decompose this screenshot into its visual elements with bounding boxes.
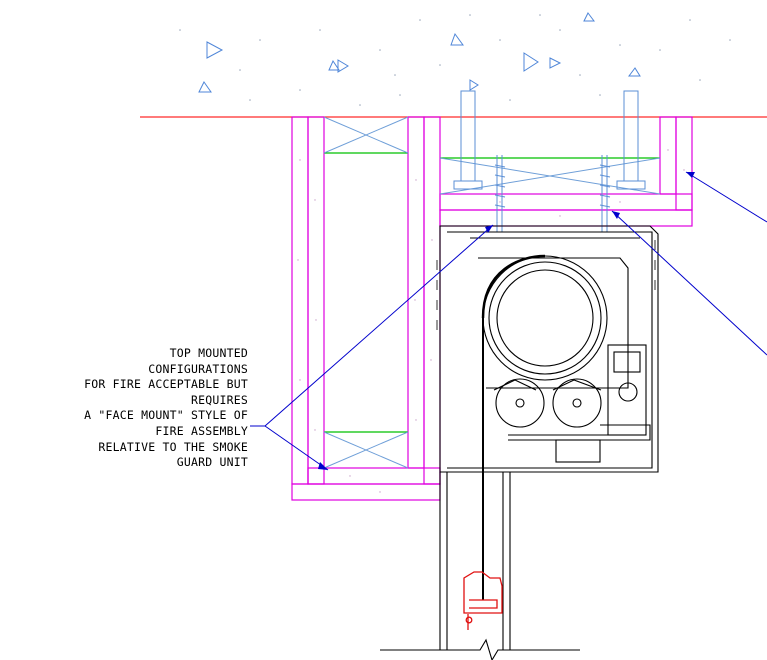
- note-line: TOP MOUNTED: [169, 346, 248, 360]
- note-line: GUARD UNIT: [176, 455, 248, 470]
- roller-drum: [482, 255, 608, 381]
- fire-mount-note: TOP MOUNTED CONFIGURATIONS FOR FIRE ACCE…: [0, 346, 248, 471]
- fire-board-texture: [297, 149, 685, 493]
- concrete-slab: [198, 12, 641, 93]
- note-line: FOR FIRE ACCEPTABLE BUT: [84, 377, 248, 392]
- note-line: RELATIVE TO THE SMOKE: [98, 439, 248, 454]
- note-line: FIRE ASSEMBLY: [155, 423, 248, 438]
- fire-board-enclosure: [291, 116, 693, 501]
- anchor-bolts: [453, 90, 646, 232]
- leader-arrowheads: [318, 172, 695, 470]
- concrete-specks: [179, 14, 731, 106]
- note-line: REQUIRES: [191, 392, 248, 407]
- note-line: CONFIGURATIONS: [148, 361, 248, 376]
- note-line: A "FACE MOUNT" STYLE OF: [84, 408, 248, 423]
- blocking-cross: [323, 116, 661, 469]
- bottom-bar: [463, 571, 503, 630]
- leader-lines: [250, 171, 767, 471]
- wood-blocking: [324, 152, 660, 433]
- smoke-guard-housing: [380, 225, 659, 660]
